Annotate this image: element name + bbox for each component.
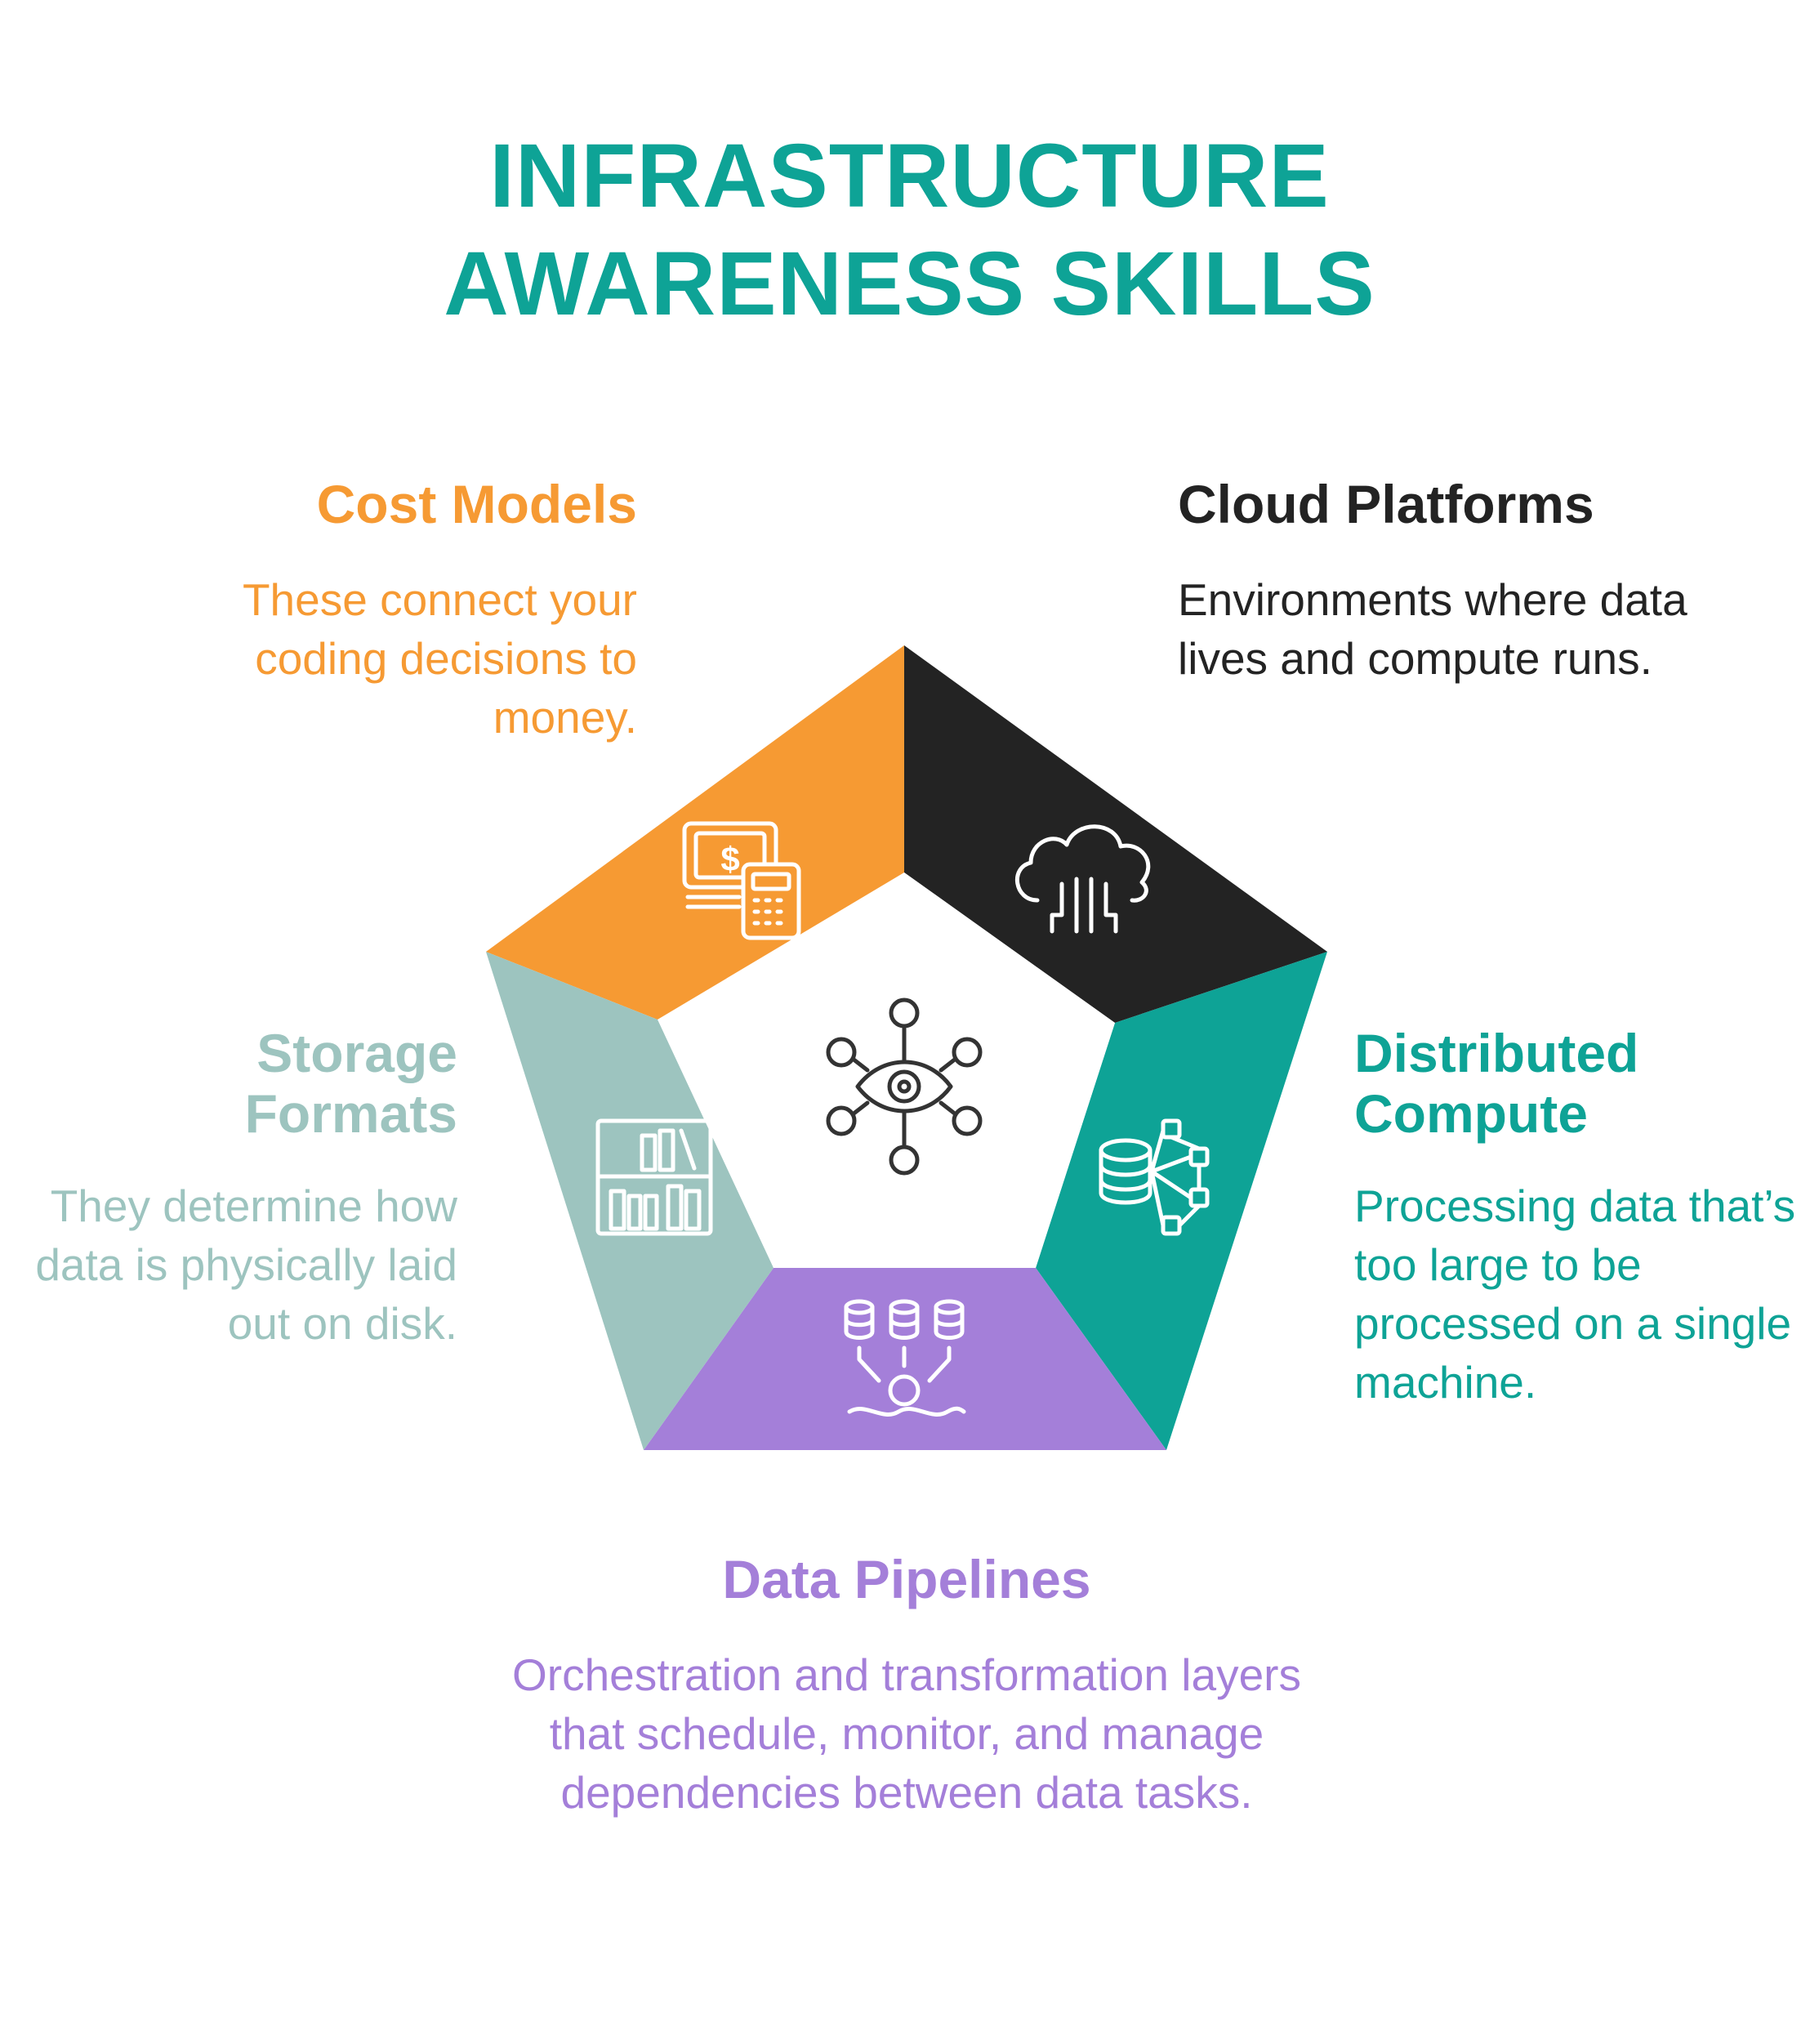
data-pipelines-heading: Data Pipelines — [722, 1549, 1091, 1609]
cloud-platforms-heading: Cloud Platforms — [1178, 474, 1594, 534]
bookshelf-icon — [595, 1118, 713, 1236]
title-line-2: AWARENESS SKILLS — [444, 234, 1375, 334]
cost-models-block: Cost Models These connect your coding de… — [147, 474, 637, 747]
database-network-icon — [1099, 1118, 1210, 1236]
distributed-compute-heading: Distributed Compute — [1354, 1023, 1812, 1144]
storage-formats-block: Storage Formats They determine how data … — [33, 1023, 457, 1353]
database-pipeline-icon — [844, 1299, 966, 1417]
distributed-compute-heading-line-2: Compute — [1354, 1083, 1588, 1144]
data-pipelines-description: Orchestration and transformation layers … — [512, 1649, 1301, 1818]
storage-formats-description: They determine how data is physically la… — [35, 1180, 457, 1349]
cloud-circuit-icon — [1015, 824, 1151, 934]
distributed-compute-heading-line-1: Distributed — [1354, 1023, 1639, 1083]
eye-network-icon — [826, 997, 983, 1176]
storage-formats-heading-line-1: Storage — [256, 1023, 457, 1083]
cloud-platforms-block: Cloud Platforms Environments where data … — [1178, 474, 1701, 688]
distributed-compute-block: Distributed Compute Processing data that… — [1354, 1023, 1812, 1412]
title-line-1: INFRASTRUCTURE — [489, 126, 1330, 226]
distributed-compute-description: Processing data that’s too large to be p… — [1354, 1180, 1796, 1408]
svg-text:$: $ — [720, 840, 739, 878]
cost-models-description: These connect your coding decisions to m… — [242, 574, 637, 743]
page-title: INFRASTRUCTURE AWARENESS SKILLS — [0, 123, 1819, 338]
cloud-platforms-description: Environments where data lives and comput… — [1178, 574, 1687, 684]
storage-formats-heading: Storage Formats — [33, 1023, 457, 1144]
cost-models-heading: Cost Models — [316, 474, 637, 534]
data-pipelines-block: Data Pipelines Orchestration and transfo… — [506, 1549, 1307, 1822]
storage-formats-heading-line-2: Formats — [244, 1083, 457, 1144]
money-calculator-icon: $ — [682, 821, 801, 940]
segment-compute[interactable] — [1036, 952, 1327, 1450]
